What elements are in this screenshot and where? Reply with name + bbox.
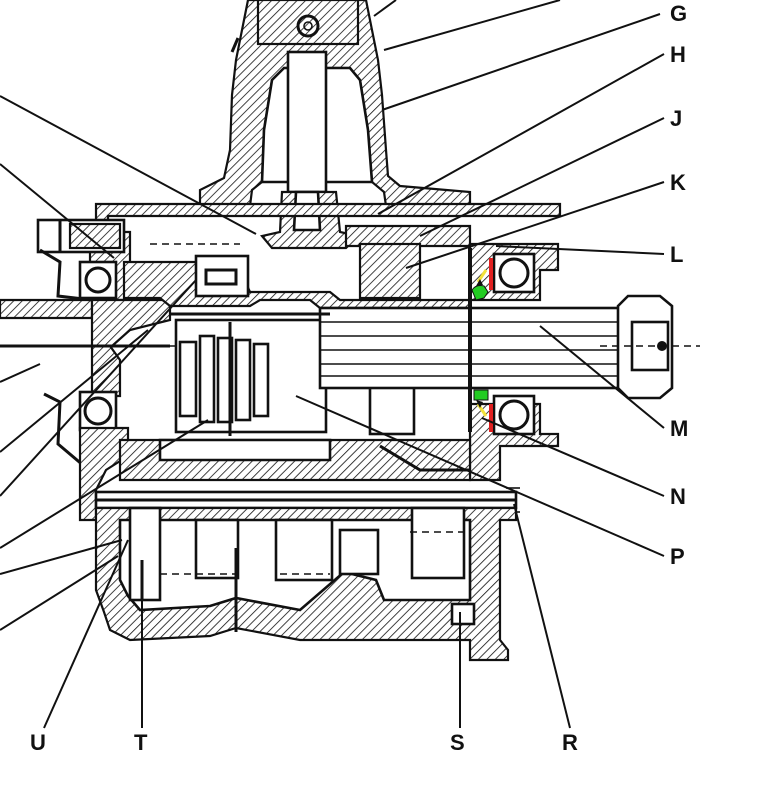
label-g: G [670,1,687,26]
right-leader-lines [43,0,665,729]
label-r: R [562,730,578,755]
bearing-right-lower [492,394,536,436]
label-k: K [670,170,686,195]
bearing-right-upper [492,252,536,294]
gear-cluster [150,215,470,436]
label-t: T [134,730,148,755]
output-shaft [0,294,700,400]
label-h: H [670,42,686,67]
layshaft [94,487,520,513]
label-u: U [30,730,46,755]
bearing-left-lower [78,390,118,432]
label-n: N [670,484,686,509]
lever-tower [198,0,472,250]
label-s: S [450,730,465,755]
left-leader-lines [0,95,257,631]
label-l: L [670,242,683,267]
callout-labels: G H J K L M N P R S T U [30,1,688,755]
label-m: M [670,416,688,441]
bearing-left-upper [78,260,118,300]
label-j: J [670,106,682,131]
oil-seal-highlight [468,248,493,432]
lower-housing [94,506,518,662]
label-p: P [670,544,685,569]
